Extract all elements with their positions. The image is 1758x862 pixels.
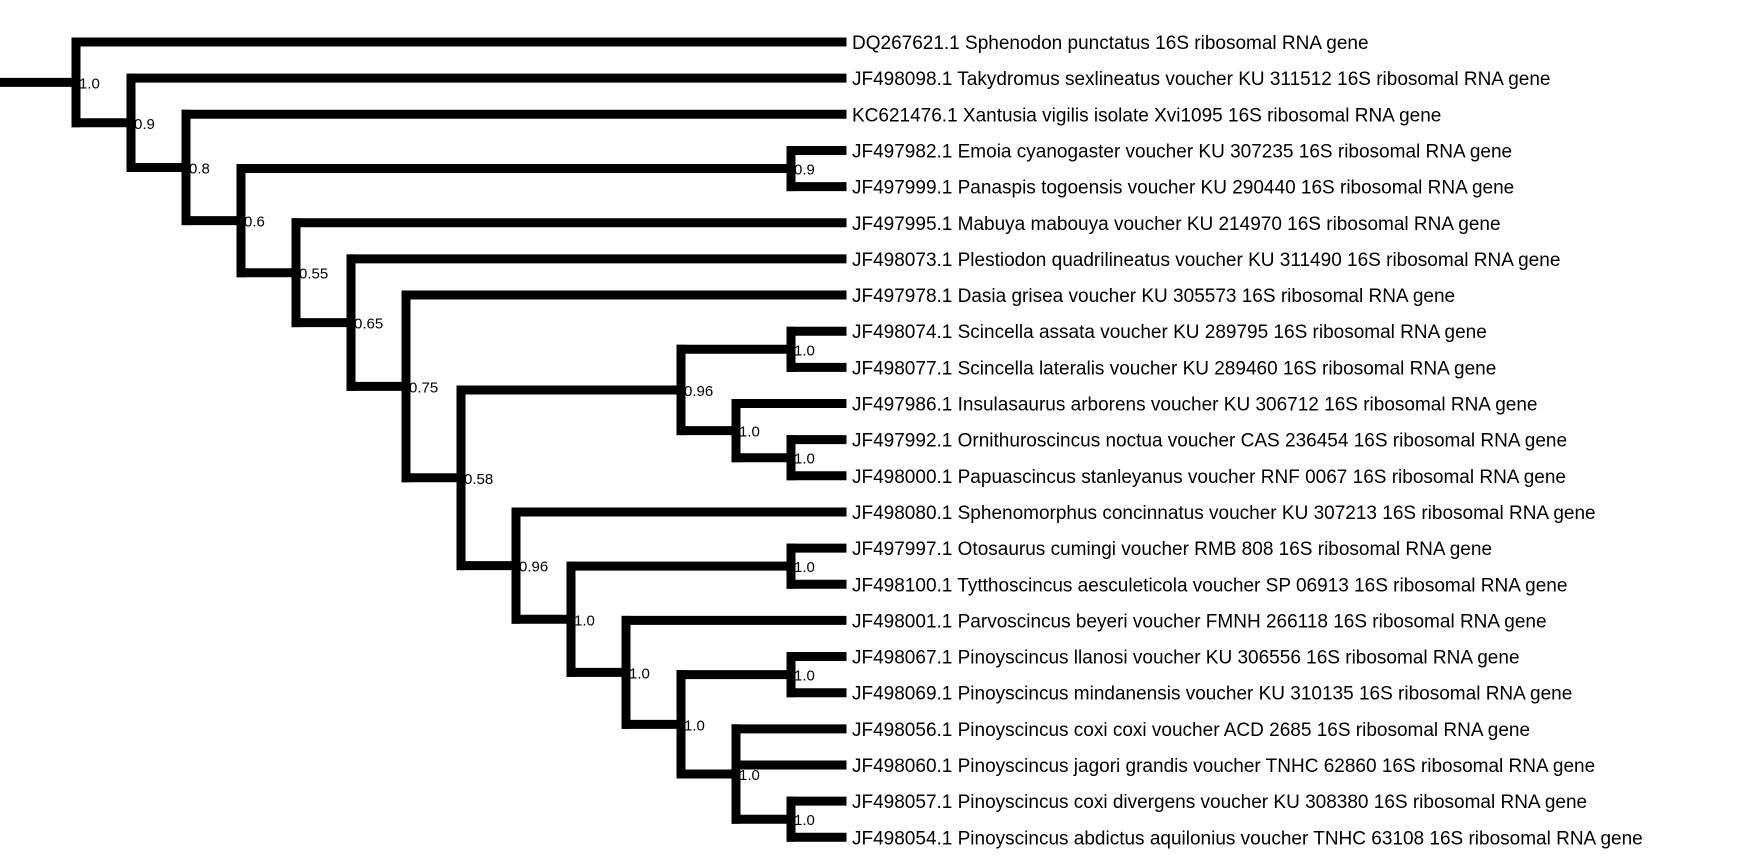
- taxon-label: JF498067.1 Pinoyscincus llanosi voucher …: [852, 648, 1520, 669]
- support-value: 1.0: [684, 717, 705, 734]
- taxon-label: JF498077.1 Scincella lateralis voucher K…: [852, 358, 1496, 379]
- taxon-label: JF497978.1 Dasia grisea voucher KU 30557…: [852, 286, 1455, 307]
- taxon-label: JF498060.1 Pinoyscincus jagori grandis v…: [852, 756, 1595, 777]
- support-value: 0.65: [354, 316, 383, 333]
- taxon-labels: DQ267621.1 Sphenodon punctatus 16S ribos…: [852, 33, 1643, 849]
- taxon-label: JF498073.1 Plestiodon quadrilineatus vou…: [852, 250, 1560, 271]
- support-value: 0.9: [134, 116, 155, 133]
- taxon-label: JF497986.1 Insulasaurus arborens voucher…: [852, 395, 1537, 416]
- support-value: 1.0: [794, 812, 815, 829]
- taxon-label: JF497997.1 Otosaurus cumingi voucher RMB…: [852, 539, 1492, 560]
- taxon-label: DQ267621.1 Sphenodon punctatus 16S ribos…: [852, 33, 1369, 54]
- tree-branches: [0, 37, 847, 842]
- support-values: 1.0 0.9 0.8 0.6 0.9 0.55 0.65 0.75 0.58 0.96 1.0 1.…: [79, 75, 815, 829]
- support-value: 1.0: [79, 75, 100, 92]
- taxon-label: JF498080.1 Sphenomorphus concinnatus vou…: [852, 503, 1596, 524]
- taxon-label: JF498074.1 Scincella assata voucher KU 2…: [852, 322, 1487, 343]
- taxon-label: JF498054.1 Pinoyscincus abdictus aquilon…: [852, 828, 1643, 849]
- support-value: 0.6: [244, 214, 265, 231]
- taxon-label: JF498056.1 Pinoyscincus coxi coxi vouche…: [852, 720, 1530, 741]
- support-value: 0.8: [189, 160, 210, 177]
- support-value: 0.96: [519, 559, 548, 576]
- support-value: 0.58: [464, 471, 493, 488]
- taxon-label: KC621476.1 Xantusia vigilis isolate Xvi1…: [852, 105, 1441, 126]
- taxon-label: JF498069.1 Pinoyscincus mindanensis vouc…: [852, 684, 1572, 705]
- support-value: 0.9: [794, 162, 815, 179]
- support-value: 1.0: [794, 342, 815, 359]
- support-value: 1.0: [739, 767, 760, 784]
- taxon-label: JF497995.1 Mabuya mabouya voucher KU 214…: [852, 214, 1501, 235]
- taxon-label: JF498057.1 Pinoyscincus coxi divergens v…: [852, 792, 1587, 813]
- taxon-label: JF498098.1 Takydromus sexlineatus vouche…: [852, 69, 1550, 90]
- taxon-label: JF498001.1 Parvoscincus beyeri voucher F…: [852, 611, 1547, 632]
- support-value: 1.0: [629, 665, 650, 682]
- support-value: 1.0: [794, 559, 815, 576]
- taxon-label: JF497992.1 Ornithuroscincus noctua vouch…: [852, 431, 1567, 452]
- taxon-label: JF498100.1 Tytthoscincus aesculeticola v…: [852, 575, 1567, 596]
- taxon-label: JF497982.1 Emoia cyanogaster voucher KU …: [852, 141, 1512, 162]
- support-value: 1.0: [574, 612, 595, 629]
- taxon-label: JF498000.1 Papuascincus stanleyanus vouc…: [852, 467, 1566, 488]
- support-value: 1.0: [794, 668, 815, 685]
- support-value: 1.0: [794, 451, 815, 468]
- taxon-label: JF497999.1 Panaspis togoensis voucher KU…: [852, 178, 1514, 199]
- support-value: 0.75: [409, 379, 438, 396]
- support-value: 1.0: [739, 424, 760, 441]
- support-value: 0.55: [299, 266, 328, 283]
- support-value: 0.96: [684, 383, 713, 400]
